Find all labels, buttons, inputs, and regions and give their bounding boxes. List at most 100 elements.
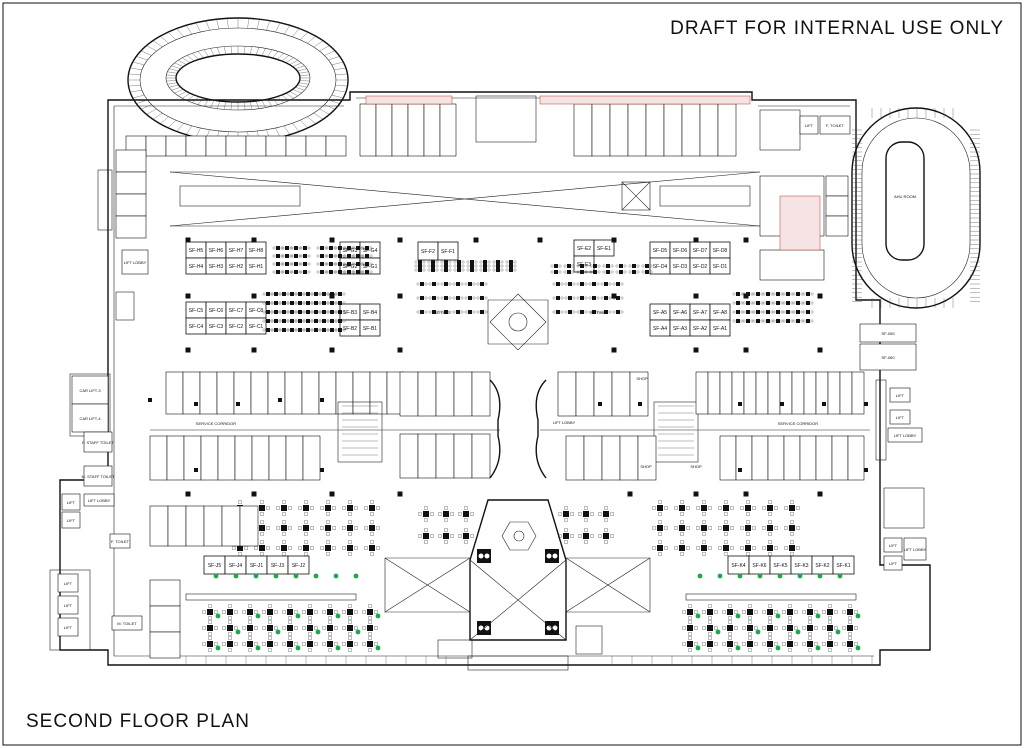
shop-unit-label: SF-D3	[673, 264, 688, 270]
lift-right-1-label: LIFT	[896, 393, 905, 398]
shop-unit-label: SF-E3	[577, 262, 591, 268]
shop-unit-label: SF-C7	[229, 308, 244, 314]
lower-atrium	[384, 499, 651, 641]
draft-note: DRAFT FOR INTERNAL USE ONLY	[670, 18, 1004, 39]
shop-unit	[832, 555, 855, 575]
shop-unit-label: SF-A3	[673, 326, 687, 332]
shop-unit-label: SF-A7	[693, 310, 707, 316]
shop-unit-label: SF-A1	[713, 326, 727, 332]
shop-unit-label: SF-H7	[229, 248, 244, 254]
m-toilet-left-label: M. TOILET	[117, 621, 137, 626]
service-corridor-right-label: SERVICE CORRIDOR	[778, 421, 818, 426]
highlight-right-block	[779, 195, 821, 251]
shop-unit-label: SF-A6	[673, 310, 687, 316]
shop-unit-label: SF-K3	[794, 563, 808, 569]
shop-unit	[245, 317, 267, 335]
shop-unit-label: SF-H1	[249, 264, 264, 270]
car-lift-3-label: CAR LIFT-3	[79, 388, 101, 393]
shop-unit-label: SF-C6	[209, 308, 224, 314]
right-service-rooms: LIFT F. TOILET SF-059 SF-060 LIFT LOBBY …	[799, 115, 927, 571]
shop-unit-label: SF-D8	[713, 248, 728, 254]
car-lift-4-label: CAR LIFT-4	[79, 416, 101, 421]
shop-unit-label: SF-C1	[249, 324, 264, 330]
shop-unit-label: SF-D5	[653, 248, 668, 254]
shop-unit-label: SF-G4	[363, 248, 378, 254]
shop-unit-label: SF-B4	[363, 310, 377, 316]
shop-unit-label: SF-K4	[731, 563, 745, 569]
shop-unit-label: SF-H2	[229, 264, 244, 270]
shop-unit-label: SF-F1	[441, 249, 455, 255]
sf-059-label: SF-059	[881, 331, 895, 336]
shop-unit-label: SF-D4	[653, 264, 668, 270]
shop-unit-label: SF-J2	[292, 563, 306, 569]
shop-unit-label: SF-G3	[343, 248, 358, 254]
shop-unit	[709, 257, 731, 275]
shop-unit-label: SF-C8	[249, 308, 264, 314]
lift-left-3-label: LIFT	[64, 581, 73, 586]
lift-lobby-center-right-label: LIFT LOBBY	[553, 420, 576, 425]
shop-unit-label: SF-D6	[673, 248, 688, 254]
lift-left-1-label: LIFT	[67, 500, 76, 505]
seating-areas	[185, 237, 861, 652]
shop-label-3: SHOP	[690, 464, 702, 469]
shop-unit-label: SF-H8	[249, 248, 264, 254]
shop-unit-label: SF-A5	[653, 310, 667, 316]
lift-right-4-label: LIFT	[889, 561, 898, 566]
shop-unit-label: SF-K6	[752, 563, 766, 569]
parking-ramp-right: AHU ROOM	[851, 107, 981, 309]
shop-unit-label: SF-D1	[713, 264, 728, 270]
shop-unit-label: SF-B1	[363, 326, 377, 332]
lift-right-3-label: LIFT	[889, 543, 898, 548]
shop-unit-label: SF-J1	[250, 563, 264, 569]
central-atrium	[487, 293, 549, 351]
service-corridor-left-label: SERVICE CORRIDOR	[196, 421, 236, 426]
sf-060-label: SF-060	[881, 355, 895, 360]
shop-unit-label: SF-F2	[421, 249, 435, 255]
shop-unit-label: SF-C2	[229, 324, 244, 330]
shop-unit-label: SF-K2	[815, 563, 829, 569]
plan-title: SECOND FLOOR PLAN	[26, 711, 250, 732]
lift-lobby-right-label: LIFT LOBBY	[894, 433, 917, 438]
shop-unit-label: SF-J3	[271, 563, 285, 569]
middle-shop-band	[148, 371, 870, 481]
lower-shop-rows	[149, 505, 873, 671]
mid-band-labels: SERVICE CORRIDOR SERVICE CORRIDOR SITTIN…	[196, 310, 818, 469]
shop-label-1: SHOP	[636, 376, 648, 381]
f-staff-toilet-label: F. STAFF TOILET	[82, 440, 114, 445]
lift-right-2-label: LIFT	[896, 415, 905, 420]
shop-unit-label: SF-E1	[597, 246, 611, 252]
sitting-right-label: SITTING	[590, 310, 606, 315]
shop-unit-label: SF-J4	[229, 563, 243, 569]
shop-unit-label: SF-G2	[343, 264, 358, 270]
shop-unit	[245, 257, 267, 275]
highlight-top-left	[365, 95, 453, 105]
lift-lobby-left-label: LIFT LOBBY	[88, 498, 111, 503]
ahu-room-label: AHU ROOM	[894, 194, 916, 199]
highlight-top-right	[539, 95, 751, 105]
shop-unit-label: SF-C3	[209, 324, 224, 330]
shop-unit-label: SF-H6	[209, 248, 224, 254]
shop-unit-label: SF-H4	[189, 264, 204, 270]
left-service-rooms: CAR LIFT-3 CAR LIFT-4 F. STAFF TOILET M.…	[57, 249, 149, 637]
shop-unit-label: SF-C4	[189, 324, 204, 330]
shop-unit	[709, 319, 731, 337]
f-toilet-left-label: F. TOILET	[111, 539, 130, 544]
shop-unit	[359, 319, 381, 337]
shop-label-2: SHOP	[640, 464, 652, 469]
lift-left-4-label: LIFT	[64, 603, 73, 608]
shop-unit-label: SF-D7	[693, 248, 708, 254]
shop-unit	[593, 239, 615, 257]
shop-unit-label: SF-C5	[189, 308, 204, 314]
lift-left-5-label: LIFT	[64, 625, 73, 630]
shop-unit-label: SF-H5	[189, 248, 204, 254]
shop-unit-label: SF-A2	[693, 326, 707, 332]
lift-top-right-label: LIFT	[805, 123, 814, 128]
shop-unit-label: SF-A4	[653, 326, 667, 332]
shop-unit-label: SF-A8	[713, 310, 727, 316]
m-staff-toilet-label: M. STAFF TOILET	[82, 474, 115, 479]
f-toilet-right-label: F. TOILET	[826, 123, 845, 128]
shop-unit-label: SF-K5	[773, 563, 787, 569]
shop-unit-label: SF-B3	[343, 310, 357, 316]
